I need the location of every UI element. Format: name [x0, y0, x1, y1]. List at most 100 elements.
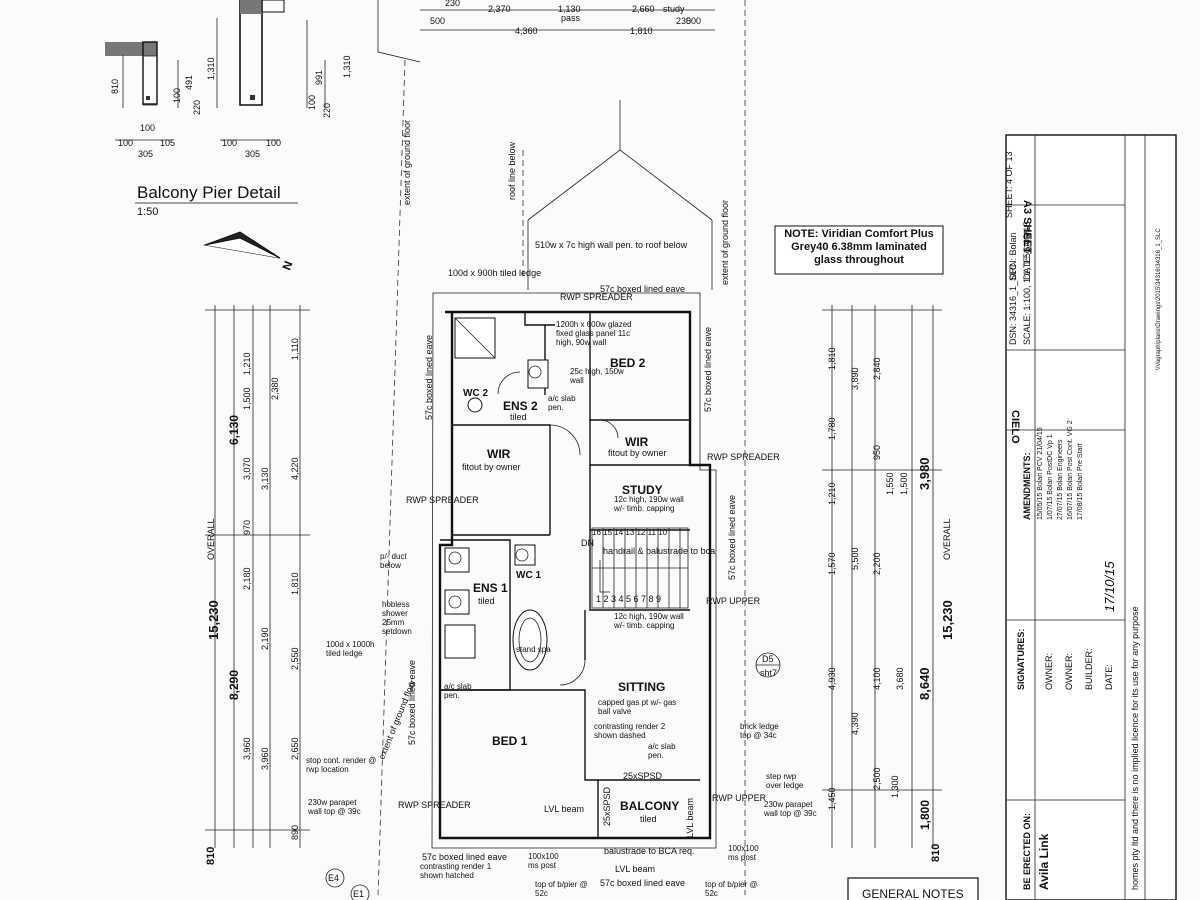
drawing-date: DATE: 6/05/15	[1022, 222, 1032, 280]
top-dim-1810: 1,810	[630, 26, 653, 36]
pier-dim-100b: 100	[307, 95, 317, 110]
note-hobless: hobless shower 25mm setdown	[382, 600, 412, 636]
pier-detail-title: Balcony Pier Detail	[137, 183, 281, 202]
note-gas: capped gas pt w/- gas ball valve	[598, 698, 677, 716]
note-ms-post-1: 100x100 ms post	[528, 852, 559, 870]
right-chain-19: 4,390	[850, 712, 860, 735]
top-dim-pass: pass	[561, 13, 581, 23]
top-dim-2660: 2,660	[632, 4, 655, 14]
pier-detail: 810 1,310 100 491 220 100 991 220 1,310 …	[105, 0, 352, 218]
top-dim-4360: 4,360	[515, 26, 538, 36]
note-eave-right-2: 57c boxed lined eave	[727, 495, 737, 580]
annotations: 510w x 7c high wall pen. to roof below 1…	[306, 240, 817, 900]
upper-floor-plan: BED 2 ENS 2 WC 2 WIR WIR STUDY ENS 1 WC …	[431, 292, 717, 849]
right-dim-overall-label: OVERALL	[942, 518, 952, 560]
note-ac-slab-3: a/c slab pen.	[648, 742, 676, 760]
pier-dim-d: 100	[222, 138, 237, 148]
note-bpier-1: top of b/pier @ 52c	[535, 880, 588, 898]
right-chain-12: 2,500	[872, 767, 882, 790]
general-notes: GENERAL NOTES	[847, 877, 979, 900]
note-eave-bottom: 57c boxed lined eave	[422, 852, 507, 862]
left-dim-overall: 15,230	[206, 600, 221, 640]
note-stop-render: stop cont. render @ rwp location	[306, 756, 377, 774]
note-rwp-left: RWP SPREADER	[406, 495, 479, 505]
section-marker-ds: D5	[762, 654, 774, 664]
note-render-hatched: contrasting render 1 shown hatched	[420, 862, 492, 880]
right-chain-9: 4,930	[827, 667, 837, 690]
note-dn: DN	[581, 538, 594, 548]
pier-dim-c: 305	[138, 149, 153, 159]
note-ac-slab-1: a/c slab pen.	[548, 394, 576, 412]
pier-dim-f: 305	[245, 149, 260, 159]
right-chain-8: 5,500	[850, 547, 860, 570]
note-rwp-upper-2: RWP UPPER	[712, 793, 767, 803]
owner-2-label: OWNER:	[1064, 653, 1074, 690]
right-chain-18: 2,200	[872, 552, 882, 575]
stair-numbers-lower: 1 2 3 4 5 6 7 8 9	[596, 594, 661, 604]
top-dim-500: 500	[430, 16, 445, 26]
erected-on-label: BE ERECTED ON:	[1022, 813, 1032, 890]
room-wir-right: WIR	[625, 435, 649, 449]
pier-dim-100: 100	[172, 88, 182, 103]
note-step-rwp: step rwp over ledge	[766, 772, 804, 790]
amendment-5: 17/08/15 Bolan Pre Start	[1077, 443, 1084, 520]
pier-dim-220b: 220	[322, 103, 332, 118]
note-fitout-1: fitout by owner	[462, 462, 521, 472]
room-study: STUDY	[622, 483, 663, 497]
right-dim-bottom-2: 810	[930, 844, 942, 862]
right-dim-upper: 3,980	[917, 457, 932, 490]
left-dim-overall-label: OVERALL	[206, 518, 216, 560]
note-handrail: handrail & balustrade to bca	[603, 546, 715, 556]
note-eave-top: 57c boxed lined eave	[600, 284, 685, 294]
pier-dim-a: 100	[118, 138, 133, 148]
sign-date-value: 17/10/15	[1102, 561, 1117, 612]
right-chain-4: 2,840	[872, 357, 882, 380]
note-tiled-1: tiled	[510, 412, 527, 422]
pier-dim-e: 100	[266, 138, 281, 148]
left-chain-8: 2,190	[260, 627, 270, 650]
amendment-4: 16/07/15 Bolan Post Cont. VG 2	[1067, 420, 1074, 520]
left-chain-9: 3,960	[242, 737, 252, 760]
signatures-label: SIGNATURES:	[1016, 629, 1026, 690]
note-glazed-panel: 1200h x 600w glazed fixed glass panel 11…	[556, 320, 632, 347]
note-rwp-bottom: RWP SPREADER	[398, 800, 471, 810]
room-sitting: SITTING	[618, 680, 665, 694]
left-chain-11: 2,650	[290, 737, 300, 760]
ground-floor-extent-2: extent of ground floor	[720, 200, 730, 285]
note-stand-spa: stand spa	[516, 645, 551, 654]
top-dim-study: study	[663, 4, 685, 14]
room-ens-1: ENS 1	[473, 581, 508, 595]
note-balustrade: balustrade to BCA req.	[604, 846, 695, 856]
glass-note-text: NOTE: Viridian Comfort Plus Grey40 6.38m…	[784, 228, 934, 266]
note-parapet-left: 230w parapet wall top @ 39c	[308, 798, 361, 816]
drawn-by-visible: DRN: Bolan	[1008, 232, 1018, 280]
room-bed-1: BED 1	[492, 734, 528, 748]
top-dim-1130: 1,130	[558, 4, 581, 14]
amendments-label: AMENDMENTS:	[1022, 453, 1032, 521]
left-dim-upper: 6,130	[227, 415, 241, 445]
right-chain-2: 1,810	[827, 347, 837, 370]
site-name: Avila Link	[1037, 833, 1051, 890]
left-chain-18: 890	[290, 825, 300, 840]
note-lvl-beam-v: LVL beam	[685, 798, 695, 838]
note-eave-right: 57c boxed lined eave	[703, 327, 713, 412]
left-chain-3: 3,070	[242, 457, 252, 480]
elevation-marker-e1: E1	[353, 889, 364, 899]
note-rwp-right: RWP SPREADER	[707, 452, 780, 462]
left-chain-13: 1,810	[290, 572, 300, 595]
pier-dim-991: 991	[314, 70, 324, 85]
room-wir-left: WIR	[487, 447, 511, 461]
pier-dim-top: 100	[140, 123, 155, 133]
right-chain-11: 3,680	[895, 667, 905, 690]
pier-dim-220: 220	[192, 100, 202, 115]
right-chain-14: 1,450	[827, 787, 837, 810]
room-wc-1: WC 1	[516, 570, 541, 581]
left-chain-2: 1,500	[242, 387, 252, 410]
top-dim-230b: 230	[676, 16, 691, 26]
note-wall-pen: 510w x 7c high wall pen. to roof below	[535, 240, 688, 250]
stair-numbers-upper: 16 15 14 13 12 11 10	[592, 528, 668, 537]
note-ac-slab-2: a/c slab pen.	[444, 682, 472, 700]
note-study-wall: 12c high, 190w wall w/- timb. capping	[614, 495, 684, 513]
